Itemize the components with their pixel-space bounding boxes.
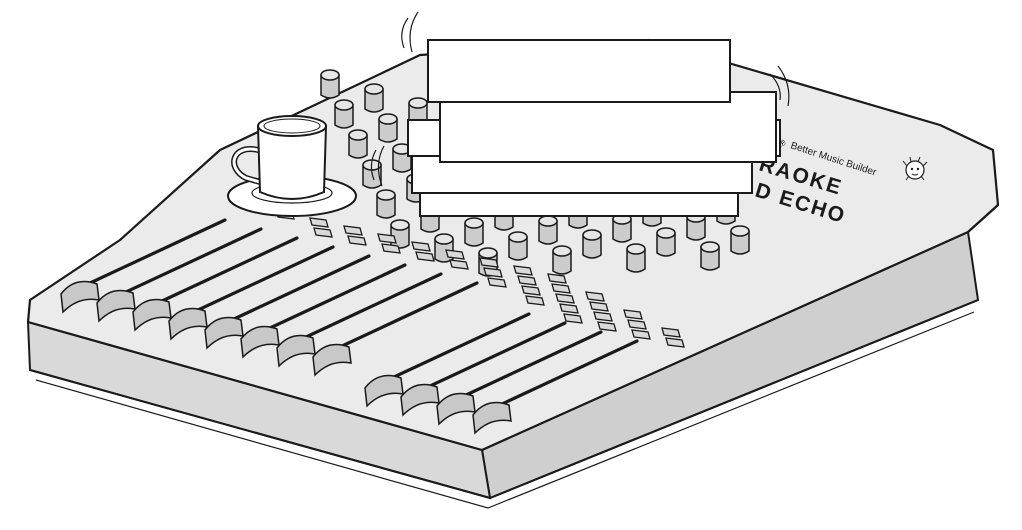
blank-strip — [427, 39, 731, 103]
fader-track — [73, 218, 227, 292]
knob[interactable] — [348, 129, 368, 159]
vibration-arcs-icon — [370, 11, 790, 187]
knob[interactable] — [552, 245, 572, 275]
knob[interactable] — [656, 227, 676, 257]
beethoven-bust-icon — [902, 156, 928, 181]
channel-button[interactable] — [381, 243, 401, 254]
channel-button[interactable] — [555, 293, 575, 304]
channel-button[interactable] — [487, 277, 507, 288]
knob[interactable] — [390, 219, 410, 249]
channel-button[interactable] — [551, 283, 571, 294]
channel-button[interactable] — [513, 265, 533, 276]
fader-track — [413, 321, 567, 395]
mixer-base-line — [29, 299, 979, 500]
channel-button[interactable] — [521, 285, 541, 296]
coffee-cup-icon — [227, 115, 357, 217]
channel-button[interactable] — [309, 217, 329, 228]
fader-track — [181, 245, 335, 319]
fader-channel[interactable] — [436, 330, 603, 426]
knob[interactable] — [700, 241, 720, 271]
channel-button[interactable] — [563, 313, 583, 324]
fader-track — [253, 263, 407, 337]
channel-button[interactable] — [411, 241, 431, 252]
channel-button[interactable] — [589, 301, 609, 312]
fader-track — [325, 281, 479, 355]
fader-array — [60, 218, 639, 435]
cup-rim — [257, 115, 327, 137]
cup-body — [256, 125, 328, 200]
knob[interactable] — [378, 113, 398, 143]
channel-button[interactable] — [547, 273, 567, 284]
fader-channel[interactable] — [276, 272, 443, 368]
cup-rim-inner — [263, 118, 321, 134]
knob[interactable] — [538, 215, 558, 245]
channel-button[interactable] — [623, 309, 643, 320]
knob[interactable] — [582, 229, 602, 259]
knob[interactable] — [508, 231, 528, 261]
channel-button[interactable] — [347, 235, 367, 246]
knob[interactable] — [320, 69, 340, 99]
mixer-top-edge — [967, 204, 999, 233]
fader-track — [377, 312, 531, 386]
channel-button[interactable] — [377, 233, 397, 244]
fader-track — [289, 272, 443, 346]
fader-cap[interactable] — [472, 401, 512, 435]
button-array — [275, 209, 685, 348]
channel-button[interactable] — [313, 227, 333, 238]
channel-button[interactable] — [525, 295, 545, 306]
channel-button[interactable] — [631, 329, 651, 340]
channel-button[interactable] — [559, 303, 579, 314]
channel-button[interactable] — [661, 327, 681, 338]
fader-track — [145, 236, 299, 310]
channel-button[interactable] — [479, 257, 499, 268]
blank-strips — [407, 39, 781, 217]
fader-track — [485, 339, 639, 413]
fader-track — [109, 227, 263, 301]
fader-track — [217, 254, 371, 328]
fader-cap[interactable] — [312, 343, 352, 377]
brand-mark: ® — [777, 137, 787, 149]
channel-button[interactable] — [445, 249, 465, 260]
fader-channel[interactable] — [132, 236, 299, 332]
fader-channel[interactable] — [364, 312, 531, 408]
channel-button[interactable] — [665, 337, 685, 348]
fader-channel[interactable] — [312, 281, 479, 377]
mixer-base-line-inner — [35, 311, 975, 509]
fader-track — [449, 330, 603, 404]
channel-button[interactable] — [597, 321, 617, 332]
channel-button[interactable] — [593, 311, 613, 322]
channel-button[interactable] — [343, 225, 363, 236]
knob[interactable] — [392, 143, 412, 173]
knob[interactable] — [626, 243, 646, 273]
knob[interactable] — [364, 83, 384, 113]
cup-handle-inner — [232, 147, 262, 184]
channel-button[interactable] — [449, 259, 469, 270]
knob[interactable] — [730, 225, 750, 255]
knob[interactable] — [334, 99, 354, 129]
knob[interactable] — [376, 189, 396, 219]
knob[interactable] — [464, 217, 484, 247]
knob[interactable] — [612, 213, 632, 243]
channel-button[interactable] — [415, 251, 435, 262]
channel-button[interactable] — [483, 267, 503, 278]
channel-button[interactable] — [627, 319, 647, 330]
fader-channel[interactable] — [472, 339, 639, 435]
channel-button[interactable] — [585, 291, 605, 302]
channel-button[interactable] — [517, 275, 537, 286]
